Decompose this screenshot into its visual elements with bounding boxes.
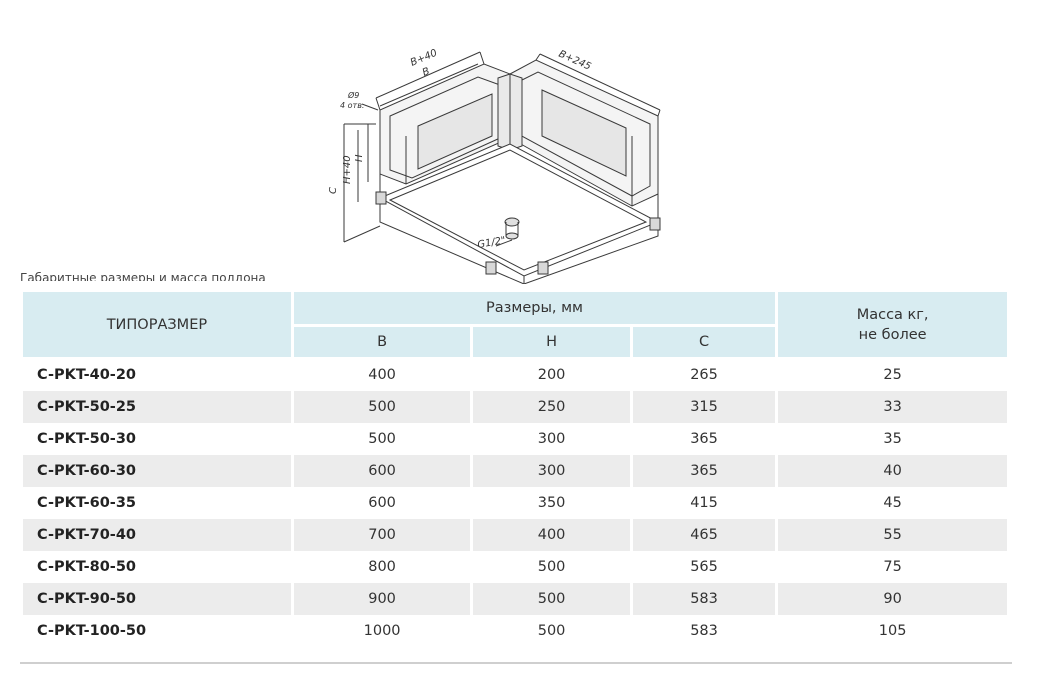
cell-b: 800 bbox=[368, 559, 396, 575]
header-h: H bbox=[473, 324, 630, 357]
cell-h: 400 bbox=[473, 519, 630, 551]
cell-h: 300 bbox=[537, 431, 566, 447]
hole-diameter-label: Ø9 bbox=[347, 90, 359, 100]
drain-label: G1/2" bbox=[477, 235, 507, 251]
cell-model: C-PKT-80-50 bbox=[37, 559, 137, 575]
cell-c: 583 bbox=[690, 623, 718, 639]
cell-model: C-PKT-90-50 bbox=[23, 583, 291, 615]
cell-h: 250 bbox=[473, 391, 630, 423]
hole-count-label: 4 отв. bbox=[340, 101, 364, 110]
cell-mass: 35 bbox=[883, 431, 902, 447]
cell-mass: 40 bbox=[778, 455, 1007, 487]
spec-table: ТИПОРАЗМЕР Размеры, мм Масса кг, не боле… bbox=[20, 292, 1010, 647]
cell-mass: 90 bbox=[778, 583, 1007, 615]
cell-b: 900 bbox=[293, 583, 471, 615]
dim-b40-label: B+40 bbox=[409, 48, 439, 69]
cell-c: 315 bbox=[632, 391, 776, 423]
table-row: C-PKT-60-35 600 350 415 45 bbox=[23, 487, 1007, 519]
dim-h-label: H bbox=[354, 154, 365, 162]
technical-drawing: B+40 B B+245 Ø9 4 отв. H H+40 C G1/2" bbox=[328, 48, 661, 284]
cell-h: 500 bbox=[473, 583, 630, 615]
cell-h: 200 bbox=[473, 357, 630, 391]
cell-b: 1000 bbox=[363, 623, 401, 639]
header-mass-line1: Масса кг, bbox=[856, 306, 929, 323]
cell-c: 265 bbox=[632, 357, 776, 391]
cell-mass: 55 bbox=[778, 519, 1007, 551]
header-mass: Масса кг, не более bbox=[778, 292, 1007, 357]
cell-model: C-PKT-40-20 bbox=[23, 357, 291, 391]
header-dimensions: Размеры, мм bbox=[293, 292, 776, 324]
cell-b: 500 bbox=[293, 391, 471, 423]
cell-h: 500 bbox=[537, 623, 566, 639]
cutoff-caption: Габаритные размеры и масса поддона bbox=[20, 272, 266, 281]
table-row: C-PKT-100-50 1000 500 583 105 bbox=[23, 615, 1007, 647]
cell-b: 700 bbox=[293, 519, 471, 551]
cell-b: 500 bbox=[368, 431, 396, 447]
table-row: C-PKT-50-30 500 300 365 35 bbox=[23, 423, 1007, 455]
dim-b-label: B bbox=[421, 66, 432, 79]
cell-b: 600 bbox=[368, 495, 396, 511]
cell-mass: 105 bbox=[878, 623, 907, 639]
cell-model: C-PKT-60-30 bbox=[23, 455, 291, 487]
header-b: B bbox=[293, 324, 471, 357]
cell-h: 500 bbox=[537, 559, 566, 575]
cell-model: C-PKT-60-35 bbox=[37, 495, 137, 511]
cell-model: C-PKT-100-50 bbox=[37, 623, 147, 639]
cell-model: C-PKT-50-30 bbox=[37, 431, 137, 447]
header-c: C bbox=[632, 324, 776, 357]
cell-b: 400 bbox=[293, 357, 471, 391]
cell-mass: 45 bbox=[883, 495, 902, 511]
cell-model: C-PKT-50-25 bbox=[23, 391, 291, 423]
header-mass-line2: не более bbox=[858, 326, 927, 343]
cell-c: 365 bbox=[632, 455, 776, 487]
cell-mass: 75 bbox=[883, 559, 902, 575]
cell-model: C-PKT-70-40 bbox=[23, 519, 291, 551]
cell-c: 465 bbox=[632, 519, 776, 551]
cell-h: 350 bbox=[537, 495, 566, 511]
dim-c-label: C bbox=[328, 187, 339, 194]
cell-c: 365 bbox=[690, 431, 718, 447]
header-model: ТИПОРАЗМЕР bbox=[23, 292, 291, 357]
bottom-rule bbox=[20, 662, 1012, 664]
cell-h: 300 bbox=[473, 455, 630, 487]
dim-b245-label: B+245 bbox=[557, 49, 593, 73]
cell-mass: 25 bbox=[778, 357, 1007, 391]
table-row: C-PKT-80-50 800 500 565 75 bbox=[23, 551, 1007, 583]
cell-c: 565 bbox=[690, 559, 718, 575]
cell-mass: 33 bbox=[778, 391, 1007, 423]
cell-c: 415 bbox=[690, 495, 718, 511]
cell-b: 600 bbox=[293, 455, 471, 487]
dim-h40-label: H+40 bbox=[342, 155, 353, 184]
cell-c: 583 bbox=[632, 583, 776, 615]
